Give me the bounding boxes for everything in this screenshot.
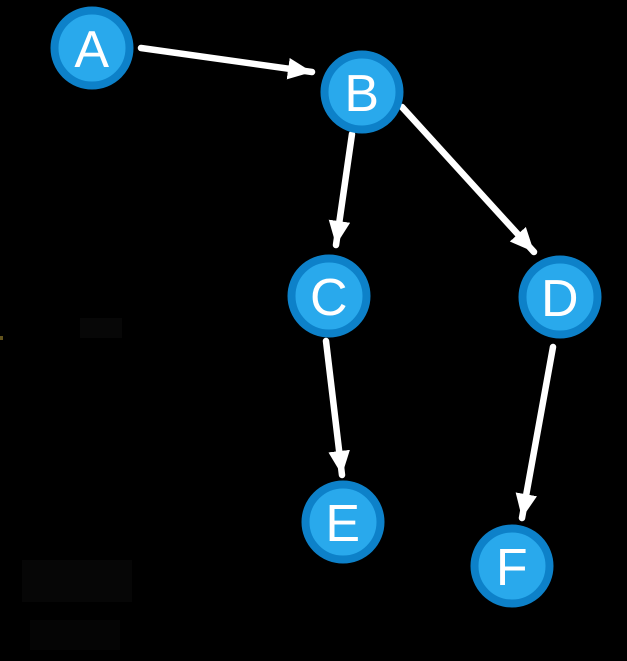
graph-node-A[interactable]: A (50, 6, 134, 90)
node-circle-B[interactable] (320, 50, 404, 134)
graph-edge-A-B (137, 44, 316, 80)
node-circle-D[interactable] (518, 255, 602, 339)
graph-edge-B-D (398, 103, 538, 256)
node-circle-A[interactable] (50, 6, 134, 90)
graph-node-F[interactable]: F (470, 524, 554, 608)
graph-edge-B-C (328, 130, 356, 249)
graph-edge-D-F (515, 343, 557, 522)
graph-node-E[interactable]: E (301, 480, 385, 564)
node-circle-E[interactable] (301, 480, 385, 564)
node-circle-F[interactable] (470, 524, 554, 608)
graph-node-C[interactable]: C (287, 254, 371, 338)
nodes-layer: A B C D E F (50, 6, 602, 608)
graph-node-D[interactable]: D (518, 255, 602, 339)
node-circle-C[interactable] (287, 254, 371, 338)
graph-node-B[interactable]: B (320, 50, 404, 134)
graph-edge-C-E (322, 337, 350, 479)
edges-layer (137, 44, 557, 522)
